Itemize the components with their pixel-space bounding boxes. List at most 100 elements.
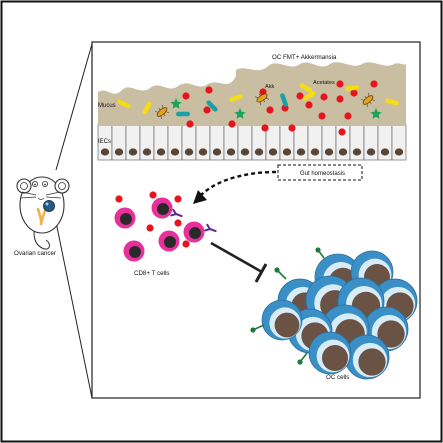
iec-nucleus: [296, 148, 306, 156]
homeostasis-arrow: [199, 170, 277, 197]
iec-nucleus: [198, 148, 208, 156]
acetate-dot: [261, 124, 269, 132]
inhibition-bar: [254, 263, 268, 283]
acetate-dot: [266, 106, 274, 114]
acetate-dot: [174, 219, 182, 227]
mouse-pupil-left: [34, 183, 36, 186]
akk-bug: [154, 104, 170, 120]
zoom-line-top: [55, 43, 93, 171]
iec-nucleus: [170, 148, 180, 156]
akkermansia-bacterium: [142, 101, 152, 115]
acetate-dot: [186, 120, 194, 128]
metabolite-star: [370, 108, 382, 119]
t-cell-receptor: [204, 223, 217, 233]
mouse-pupil-right: [44, 183, 46, 186]
gut-homeostasis-label: Gut homeostasis: [300, 171, 345, 177]
oc-tumor-cluster: [250, 247, 418, 380]
homeostasis-arrowhead: [193, 190, 207, 204]
tumor-antigen-head: [315, 247, 321, 253]
akkermansia-bacterium: [117, 99, 131, 109]
akkermansia-bacterium: [345, 85, 359, 91]
oc-cells-label: OC cells: [326, 374, 349, 381]
akkermansia-bacterium: [385, 98, 399, 106]
acetate-dot: [288, 124, 296, 132]
mouse-ear-left-inner: [20, 182, 28, 190]
iec-nucleus: [282, 148, 292, 156]
iec-row: [97, 123, 407, 161]
mouse-illustration: [16, 176, 70, 250]
iec-nucleus: [380, 148, 390, 156]
acetate-dot: [336, 80, 344, 88]
acetate-dot: [228, 120, 236, 128]
acetate-dot: [149, 191, 157, 199]
mouse-tumor-spot: [45, 202, 49, 206]
akkermansia-bacterium: [229, 94, 243, 102]
iec-nucleus: [100, 148, 110, 156]
acetates-label: Acetates: [313, 80, 335, 86]
acetate-dot: [205, 86, 213, 94]
acetate-dot: [320, 93, 328, 101]
iec-nucleus: [366, 148, 376, 156]
acetate-dot: [344, 112, 352, 120]
bacteria-rod: [280, 93, 288, 107]
acetate-dot: [296, 92, 304, 100]
iec-nucleus: [310, 148, 320, 156]
acetate-dot: [350, 89, 358, 97]
t-cell-receptor: [170, 208, 183, 218]
oc-cell-nucleus: [274, 312, 300, 338]
acetate-dot: [182, 92, 190, 100]
iec-nucleus: [156, 148, 166, 156]
oc-cell-nucleus: [321, 344, 349, 372]
iecs-label: IECs: [98, 139, 111, 145]
acetate-dot: [338, 128, 346, 136]
inhibition-arrow: [210, 241, 263, 274]
metabolite-star: [170, 98, 182, 109]
mouse-ear-right-inner: [58, 182, 66, 190]
akkermansia-bacterium: [302, 91, 316, 101]
t-cell-nucleus: [157, 203, 169, 215]
mucus-layer: [98, 62, 406, 126]
mucus-contents: [117, 80, 399, 136]
t-cell-nucleus: [129, 246, 141, 258]
akk-label: Akk: [265, 84, 275, 90]
acetate-dot: [182, 240, 190, 248]
mouse-body: [19, 176, 65, 234]
tumor-antigen-head: [250, 327, 256, 333]
iec-nucleus: [128, 148, 138, 156]
acetate-dot: [305, 101, 313, 109]
iec-nucleus: [352, 148, 362, 156]
iec-nucleus: [212, 148, 222, 156]
iec-nucleus: [240, 148, 250, 156]
akkermansia-bacterium: [299, 83, 313, 93]
iec-nucleus: [184, 148, 194, 156]
acetate-dot: [146, 224, 154, 232]
akk-bug: [254, 91, 270, 105]
bacteria-rod: [176, 111, 190, 117]
mouse-mouth: [37, 197, 45, 200]
iec-nucleus: [394, 148, 404, 156]
acetate-dot: [318, 112, 326, 120]
acetate-dot: [174, 195, 182, 203]
t-cell-nucleus: [164, 236, 176, 248]
iec-nucleus: [114, 148, 124, 156]
acetate-dot: [336, 95, 344, 103]
oc-fmt-label: OC FMT+ Akkermansia: [272, 54, 337, 61]
iec-nucleus: [338, 148, 348, 156]
iec-nucleus: [254, 148, 264, 156]
mouse-tumor-icon: [43, 200, 55, 212]
tumor-antigen-head: [274, 267, 280, 273]
gut-epithelium: [97, 62, 407, 161]
iec-nucleus: [226, 148, 236, 156]
bacteria-rod: [206, 100, 218, 112]
acetate-dot: [370, 80, 378, 88]
acetate-dot: [203, 106, 211, 114]
ovarian-cancer-label: Ovarian cancer: [14, 250, 56, 257]
zoom-line-bottom: [55, 221, 93, 399]
akk-bug: [360, 92, 376, 108]
iec-nucleus: [324, 148, 334, 156]
iec-nucleus: [142, 148, 152, 156]
gut-homeostasis-box: [277, 164, 363, 181]
mucus-label: Mucus: [98, 103, 116, 109]
iec-nucleus: [268, 148, 278, 156]
